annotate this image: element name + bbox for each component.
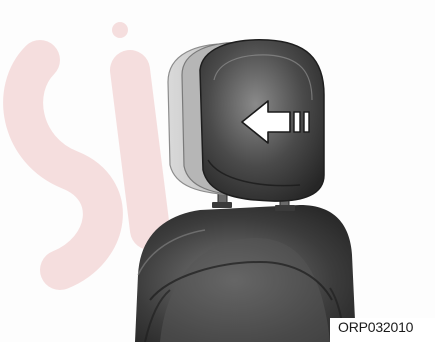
seat-back <box>135 205 356 342</box>
code-label-background <box>330 318 435 342</box>
figure-code-label: ORP032010 <box>338 319 414 335</box>
arrow-left-icon <box>241 100 310 144</box>
